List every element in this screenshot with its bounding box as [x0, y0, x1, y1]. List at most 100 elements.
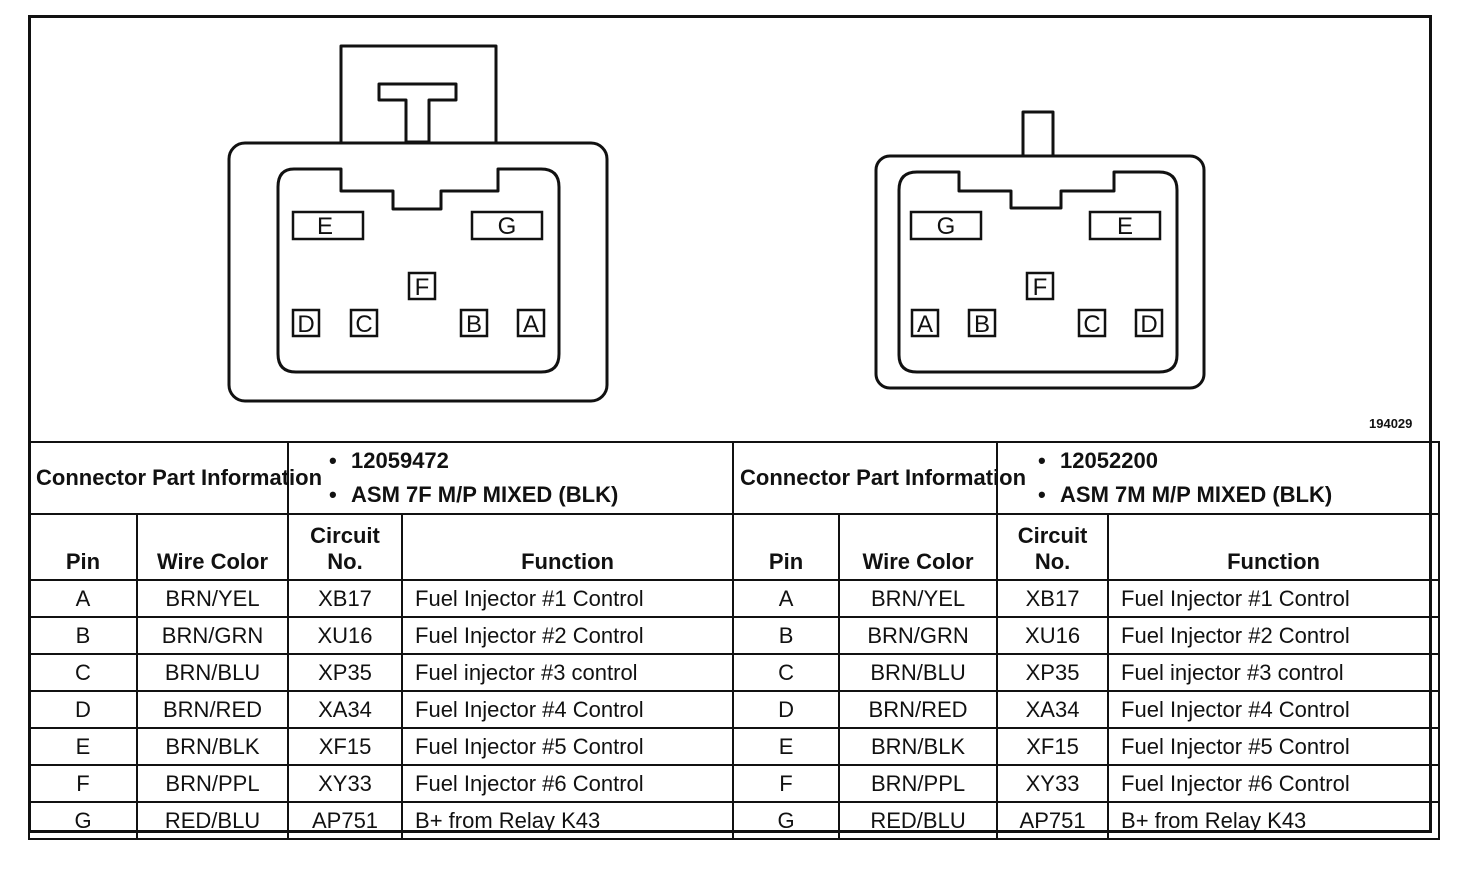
right-pin-label: C — [1083, 311, 1100, 338]
cell-circuit-no: XB17 — [996, 579, 1110, 618]
cell-circuit-no: XB17 — [287, 579, 404, 618]
header-pin: Pin — [28, 513, 138, 581]
left-cavity-g — [470, 210, 544, 241]
cell-wire-color: RED/BLU — [838, 801, 999, 840]
left-pin-label: B — [466, 311, 482, 338]
cell-function: Fuel injector #3 control — [1107, 653, 1441, 692]
bullet: • — [329, 482, 337, 507]
cell-pin: B — [732, 616, 841, 655]
right-pin-label: B — [974, 311, 990, 338]
left-cavity-d — [291, 308, 321, 338]
left-cavity-b — [459, 308, 489, 338]
cell-function: Fuel Injector #4 Control — [401, 690, 735, 729]
connector-face-views: E G F D C B A G E F A B C D — [227, 44, 1206, 403]
left-pin-label: E — [317, 213, 333, 240]
header-circuit-no: Circuit No. — [287, 513, 404, 581]
left-part-info-label: Connector Part Information — [27, 441, 322, 515]
right-pin-label: E — [1117, 213, 1133, 240]
bullet: • — [329, 448, 337, 473]
cell-circuit-no: XF15 — [996, 727, 1110, 766]
figure-number: 194029 — [1369, 416, 1413, 431]
cell-wire-color: BRN/RED — [135, 690, 290, 729]
cell-pin: A — [732, 579, 841, 618]
cell-wire-color: BRN/BLK — [838, 727, 999, 766]
right-cavity-c — [1077, 308, 1107, 338]
right-part-description: ASM 7M M/P MIXED (BLK) — [1060, 482, 1333, 507]
cell-circuit-no: XA34 — [287, 690, 404, 729]
cell-wire-color: RED/BLU — [135, 801, 290, 840]
cell-function: B+ from Relay K43 — [1107, 801, 1441, 840]
header-function: Function — [401, 513, 735, 581]
cell-pin: G — [732, 801, 841, 840]
cell-pin: A — [28, 579, 138, 618]
cell-pin: D — [732, 690, 841, 729]
left-pin-label: C — [355, 311, 372, 338]
bullet: • — [1038, 448, 1046, 473]
left-part-number: 12059472 — [351, 448, 449, 473]
left-part-info: •12059472 •ASM 7F M/P MIXED (BLK) — [287, 441, 735, 515]
cell-circuit-no: XP35 — [996, 653, 1110, 692]
header-function: Function — [1107, 513, 1441, 581]
right-part-info: • 12052200 • ASM 7M M/P MIXED (BLK) — [996, 441, 1441, 515]
cell-function: Fuel Injector #1 Control — [1107, 579, 1441, 618]
cell-circuit-no: XF15 — [287, 727, 404, 766]
cell-wire-color: BRN/GRN — [135, 616, 290, 655]
bullet: • — [1038, 482, 1046, 507]
cell-wire-color: BRN/YEL — [135, 579, 290, 618]
cell-pin: D — [28, 690, 138, 729]
right-cavity-a — [910, 308, 940, 338]
cell-circuit-no: XA34 — [996, 690, 1110, 729]
left-cavity-a — [516, 308, 546, 338]
right-cavity-g — [909, 210, 983, 241]
cell-function: Fuel Injector #6 Control — [1107, 764, 1441, 803]
cell-pin: F — [28, 764, 138, 803]
right-part-number: 12052200 — [1060, 448, 1158, 473]
cell-pin: B — [28, 616, 138, 655]
cell-function: Fuel Injector #4 Control — [1107, 690, 1441, 729]
cell-wire-color: BRN/BLU — [135, 653, 290, 692]
left-pin-label: A — [523, 311, 539, 338]
cell-function: Fuel Injector #2 Control — [1107, 616, 1441, 655]
right-cavity-e — [1088, 210, 1162, 241]
cell-wire-color: BRN/RED — [838, 690, 999, 729]
left-cavity-e — [291, 210, 365, 241]
cell-wire-color: BRN/BLK — [135, 727, 290, 766]
left-cavity-f — [407, 271, 437, 301]
right-part-info-label: Connector Part Information — [732, 441, 1026, 515]
right-pin-label: G — [937, 213, 956, 240]
header-wire-color: Wire Color — [838, 513, 999, 581]
right-pin-label: D — [1140, 311, 1157, 338]
cell-circuit-no: XU16 — [287, 616, 404, 655]
header-circuit-no: Circuit No. — [996, 513, 1110, 581]
cell-pin: F — [732, 764, 841, 803]
pinout-table: Connector Part Information • 12059472 • AS… — [27, 441, 1441, 840]
cell-wire-color: BRN/PPL — [135, 764, 290, 803]
cell-circuit-no: AP751 — [287, 801, 404, 840]
cell-wire-color: BRN/PPL — [838, 764, 999, 803]
cell-circuit-no: XY33 — [996, 764, 1110, 803]
right-cavity-d — [1134, 308, 1164, 338]
cell-function: Fuel Injector #6 Control — [401, 764, 735, 803]
cell-pin: E — [732, 727, 841, 766]
right-cavity-b — [967, 308, 997, 338]
right-connector-shape — [874, 110, 1206, 390]
cell-function: B+ from Relay K43 — [401, 801, 735, 840]
cell-function: Fuel Injector #2 Control — [401, 616, 735, 655]
right-cavity-f — [1025, 271, 1055, 301]
left-cavity-c — [349, 308, 379, 338]
left-pin-label: G — [498, 213, 517, 240]
header-wire-color: Wire Color — [135, 513, 290, 581]
cell-circuit-no: XY33 — [287, 764, 404, 803]
cell-circuit-no: AP751 — [996, 801, 1110, 840]
right-pin-label: F — [1033, 274, 1048, 301]
cell-pin: C — [732, 653, 841, 692]
left-pin-label: F — [415, 274, 430, 301]
cell-function: Fuel Injector #5 Control — [1107, 727, 1441, 766]
